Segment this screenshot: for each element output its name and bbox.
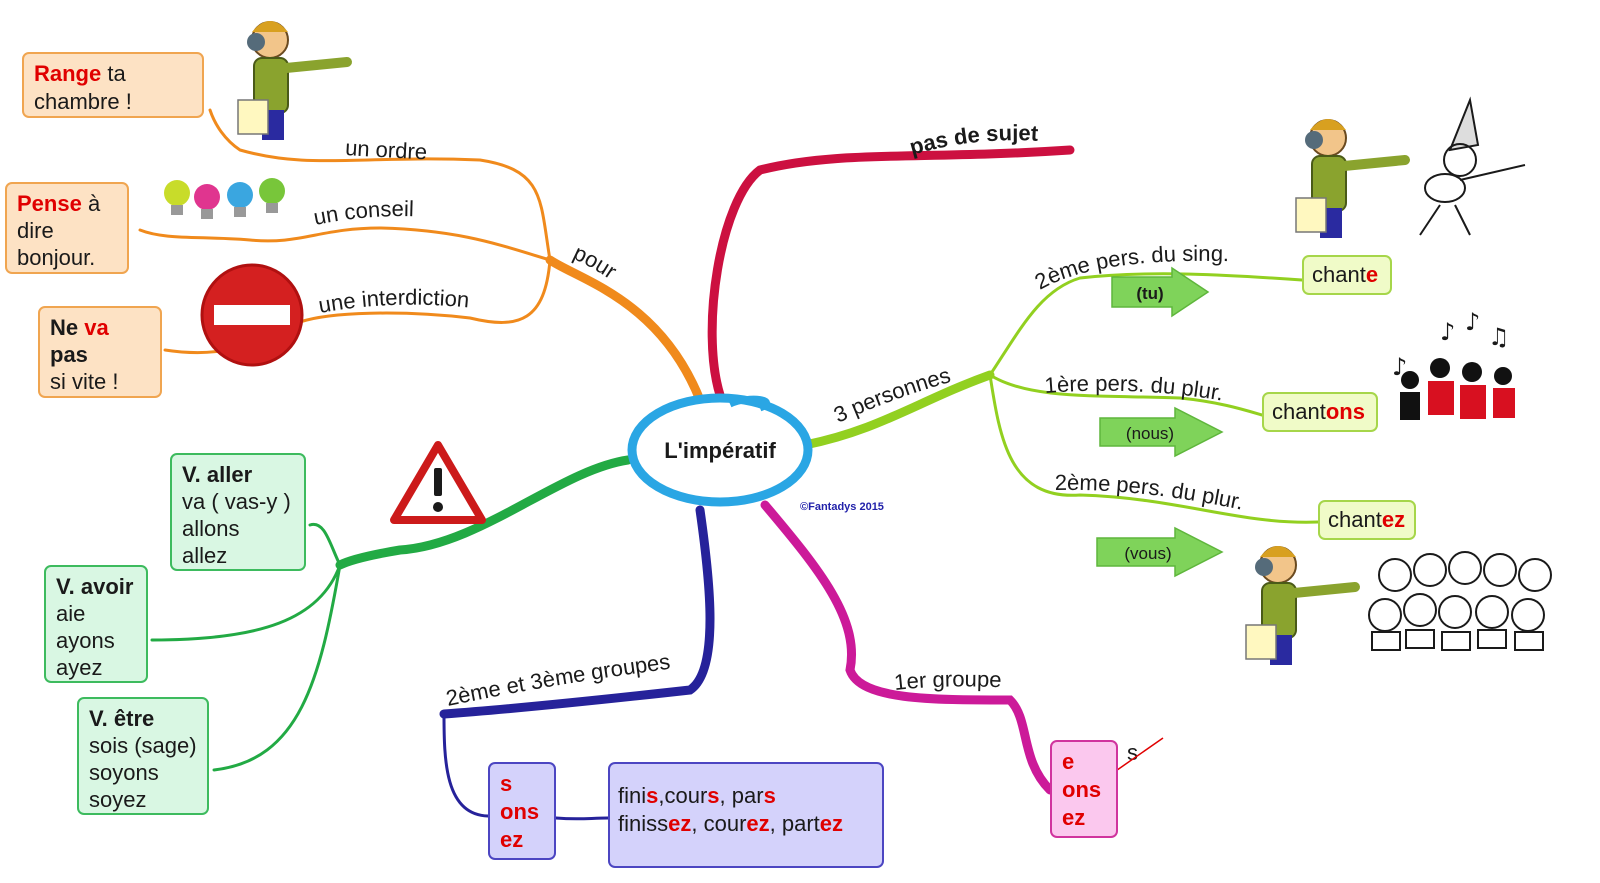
lightbulbs-icon bbox=[164, 178, 285, 219]
pointing-man-icon bbox=[1295, 119, 1410, 238]
ending-red: s bbox=[646, 783, 659, 808]
stem-text: , part bbox=[769, 811, 820, 836]
box-verbe-aller: V. aller va ( vas-y ) allons allez bbox=[170, 453, 306, 571]
box-chantez: chantez bbox=[1318, 500, 1416, 540]
branch-etre bbox=[212, 563, 342, 772]
branch-3-personnes bbox=[800, 370, 995, 450]
box-chantons: chantons bbox=[1262, 392, 1378, 432]
box-endings-groupes-2-3: s ons ez bbox=[488, 762, 556, 860]
svg-text:s: s bbox=[1127, 740, 1138, 765]
branch-pas-de-sujet bbox=[707, 145, 1075, 400]
choir-icon bbox=[1368, 551, 1552, 651]
branch-un-ordre bbox=[208, 108, 552, 262]
pointing-man-icon bbox=[1245, 546, 1360, 665]
branch-groupes-2-3-examples bbox=[554, 816, 610, 821]
box-verbe-avoir: V. avoir aie ayons ayez bbox=[44, 565, 148, 683]
box-endings-1er-groupe: e ons ez bbox=[1050, 740, 1118, 838]
choir-icon bbox=[1400, 358, 1515, 420]
branch-groupes-2-3 bbox=[439, 505, 715, 719]
copyright-text: ©Fantadys 2015 bbox=[800, 501, 884, 513]
arrow-vous: (vous) bbox=[1096, 526, 1224, 578]
box-ne-va-pas-si-vite: Ne va pas si vite ! bbox=[38, 306, 162, 398]
box-chante: chante bbox=[1302, 255, 1392, 295]
box-examples-groupes-2-3: finis,cours, pars finissez, courez, part… bbox=[608, 762, 884, 868]
branch-un-conseil bbox=[138, 226, 552, 262]
ending-red: ez bbox=[819, 811, 844, 836]
no-entry-icon bbox=[200, 263, 304, 367]
example-line-2: finissez, courez, partez bbox=[618, 810, 874, 838]
stem-text: , par bbox=[719, 783, 764, 808]
ending-red: ez bbox=[746, 811, 770, 836]
ending-red: s bbox=[707, 783, 720, 808]
example-line-1: finis,cours, pars bbox=[618, 782, 874, 810]
branch-tu bbox=[988, 272, 1304, 377]
stem-text: fini bbox=[618, 783, 647, 808]
crossed-s-icon: s bbox=[1109, 737, 1164, 776]
branch-groupes-2-3-endings bbox=[442, 712, 490, 818]
box-pense-a-dire-bonjour: Pense à dire bonjour. bbox=[5, 182, 129, 274]
branch-avoir bbox=[150, 563, 342, 642]
branch-vous bbox=[988, 373, 1320, 524]
warning-icon bbox=[390, 441, 486, 524]
box-range-ta-chambre: Range ta chambre ! bbox=[22, 52, 204, 118]
label-nous: 1ère pers. du plur. bbox=[1044, 371, 1226, 406]
ending-red: ez bbox=[668, 811, 692, 836]
center-title: L'impératif bbox=[664, 438, 776, 463]
branch-1er-groupe bbox=[760, 500, 1055, 795]
svg-text:♪: ♪ bbox=[1465, 308, 1480, 336]
arrow-nous: (nous) bbox=[1099, 406, 1224, 458]
center-node bbox=[627, 393, 813, 507]
pointing-man-icon bbox=[237, 21, 352, 140]
svg-text:♫: ♫ bbox=[1488, 323, 1510, 351]
branch-irreguliers bbox=[335, 455, 633, 570]
box-verbe-etre: V. être sois (sage) soyons soyez bbox=[77, 697, 209, 815]
branch-nous bbox=[988, 373, 1264, 417]
svg-text:♪: ♪ bbox=[1440, 318, 1455, 346]
arrow-vous-label: (vous) bbox=[1124, 544, 1171, 563]
stem-text: ,cour bbox=[658, 783, 708, 808]
label-vous: 2ème pers. du plur. bbox=[1055, 470, 1246, 515]
label-un-conseil: un conseil bbox=[311, 196, 414, 230]
arrow-tu-label: (tu) bbox=[1136, 284, 1163, 303]
branch-aller bbox=[308, 522, 342, 567]
ending-red: s bbox=[763, 783, 776, 808]
stem-text: , cour bbox=[691, 811, 747, 836]
stem-text: finiss bbox=[618, 811, 669, 836]
arrow-tu: (tu) bbox=[1111, 266, 1210, 318]
branch-pour bbox=[545, 255, 705, 405]
label-un-ordre: un ordre bbox=[345, 135, 428, 164]
label-1er-groupe: 1er groupe bbox=[893, 666, 1002, 695]
arrow-nous-label: (nous) bbox=[1126, 424, 1174, 443]
guitar-player-icon bbox=[1419, 96, 1526, 236]
music-notes-icon: ♪♪♫♪ bbox=[1392, 308, 1510, 381]
